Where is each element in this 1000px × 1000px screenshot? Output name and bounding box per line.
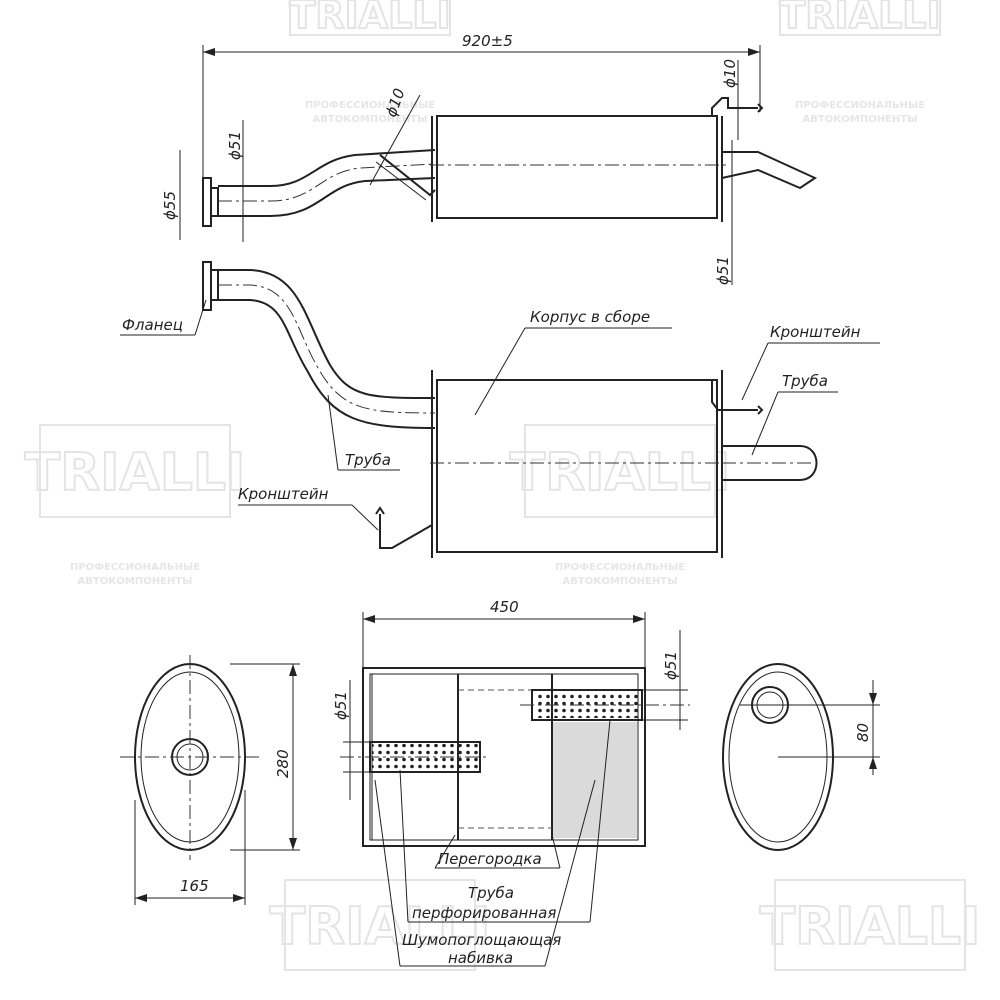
svg-text:TRIALLI: TRIALLI bbox=[270, 897, 491, 957]
watermark-top-left: TRIALLI bbox=[288, 0, 452, 38]
bracket-side-bottom bbox=[379, 514, 433, 549]
section-shell bbox=[362, 667, 646, 847]
dim-body-height: 280 bbox=[274, 749, 292, 778]
dim-outlet-offset: 80 bbox=[854, 723, 872, 742]
bracket-side-top bbox=[711, 380, 758, 411]
label-perforated-pipe: перфорированная bbox=[412, 904, 556, 922]
watermark-tagline: ПРОФЕССИОНАЛЬНЫЕ bbox=[555, 562, 685, 573]
dim-bracket-diam-2: ϕ10 bbox=[721, 59, 739, 88]
side-view: Фланец Корпус в сборе Кронштейн Труба Тр… bbox=[120, 261, 880, 558]
watermark-tagline: АВТОКОМПОНЕНТЫ bbox=[78, 576, 193, 587]
watermark-group: TRIALLI TRIALLI ПРОФЕССИОНАЛЬНЫЕ АВТОКОМ… bbox=[24, 0, 981, 971]
svg-text:TRIALLI: TRIALLI bbox=[25, 443, 246, 503]
label-pipe-left: Труба bbox=[345, 451, 391, 469]
dim-body-length: 450 bbox=[490, 598, 519, 616]
bracket-inlet-top bbox=[379, 154, 436, 197]
outlet-pipe-top bbox=[721, 151, 818, 190]
dim-section-pipe-diam-2: ϕ51 bbox=[662, 651, 680, 680]
end-view-right: 80 bbox=[722, 663, 880, 851]
bracket-outlet-top bbox=[711, 97, 758, 116]
watermark-tagline: АВТОКОМПОНЕНТЫ bbox=[563, 576, 678, 587]
dim-section-pipe-diam-1: ϕ51 bbox=[332, 691, 350, 720]
label-perforated-pipe: Труба bbox=[468, 884, 514, 902]
section-view: 450 ϕ51 ϕ51 Пер bbox=[332, 598, 690, 967]
label-sound-absorbing-packing: набивка bbox=[448, 949, 513, 967]
watermark-tagline: ПРОФЕССИОНАЛЬНЫЕ bbox=[795, 100, 925, 111]
watermark-mid-center: TRIALLI bbox=[509, 424, 731, 518]
label-bracket-bottom: Кронштейн bbox=[238, 485, 329, 503]
svg-text:TRIALLI: TRIALLI bbox=[289, 0, 450, 37]
label-body-assembly: Корпус в сборе bbox=[530, 308, 650, 326]
flange-side bbox=[202, 261, 212, 311]
dim-outlet-pipe-diam: ϕ51 bbox=[714, 256, 732, 285]
watermark-tagline: АВТОКОМПОНЕНТЫ bbox=[803, 114, 918, 125]
dim-inlet-pipe-diam: ϕ51 bbox=[226, 131, 244, 160]
watermark-tagline: АВТОКОМПОНЕНТЫ bbox=[313, 114, 428, 125]
flange-top bbox=[202, 177, 212, 227]
svg-text:TRIALLI: TRIALLI bbox=[510, 443, 731, 503]
watermark-bottom-right: TRIALLI bbox=[759, 879, 981, 971]
watermark-mid-left: TRIALLI bbox=[24, 424, 246, 518]
label-flange: Фланец bbox=[122, 316, 183, 334]
dim-flange-diam: ϕ55 bbox=[161, 191, 179, 220]
muffler-body-side bbox=[436, 379, 718, 553]
top-view: 920±5 ϕ55 ϕ51 ϕ10 ϕ10 ϕ51 bbox=[161, 32, 818, 285]
outlet-pipe-side bbox=[722, 445, 818, 481]
svg-text:TRIALLI: TRIALLI bbox=[779, 0, 940, 37]
label-sound-absorbing-packing: Шумопоглощающая bbox=[402, 931, 561, 949]
watermark-tagline: ПРОФЕССИОНАЛЬНЫЕ bbox=[70, 562, 200, 573]
label-partition: Перегородка bbox=[438, 850, 542, 868]
dim-overall-length: 920±5 bbox=[462, 32, 513, 50]
svg-text:TRIALLI: TRIALLI bbox=[760, 897, 981, 957]
dim-body-width: 165 bbox=[180, 877, 209, 895]
watermark-top-right: TRIALLI bbox=[778, 0, 942, 38]
inlet-pipe-top bbox=[218, 149, 436, 187]
label-bracket-top: Кронштейн bbox=[770, 323, 861, 341]
watermark-tagline: ПРОФЕССИОНАЛЬНЫЕ bbox=[305, 100, 435, 111]
end-view-left: 280 165 bbox=[120, 655, 300, 905]
watermark-bottom-left: TRIALLI bbox=[269, 879, 491, 971]
muffler-body-top bbox=[436, 115, 718, 219]
label-pipe-right: Труба bbox=[782, 372, 828, 390]
inlet-pipe-side bbox=[218, 269, 436, 399]
